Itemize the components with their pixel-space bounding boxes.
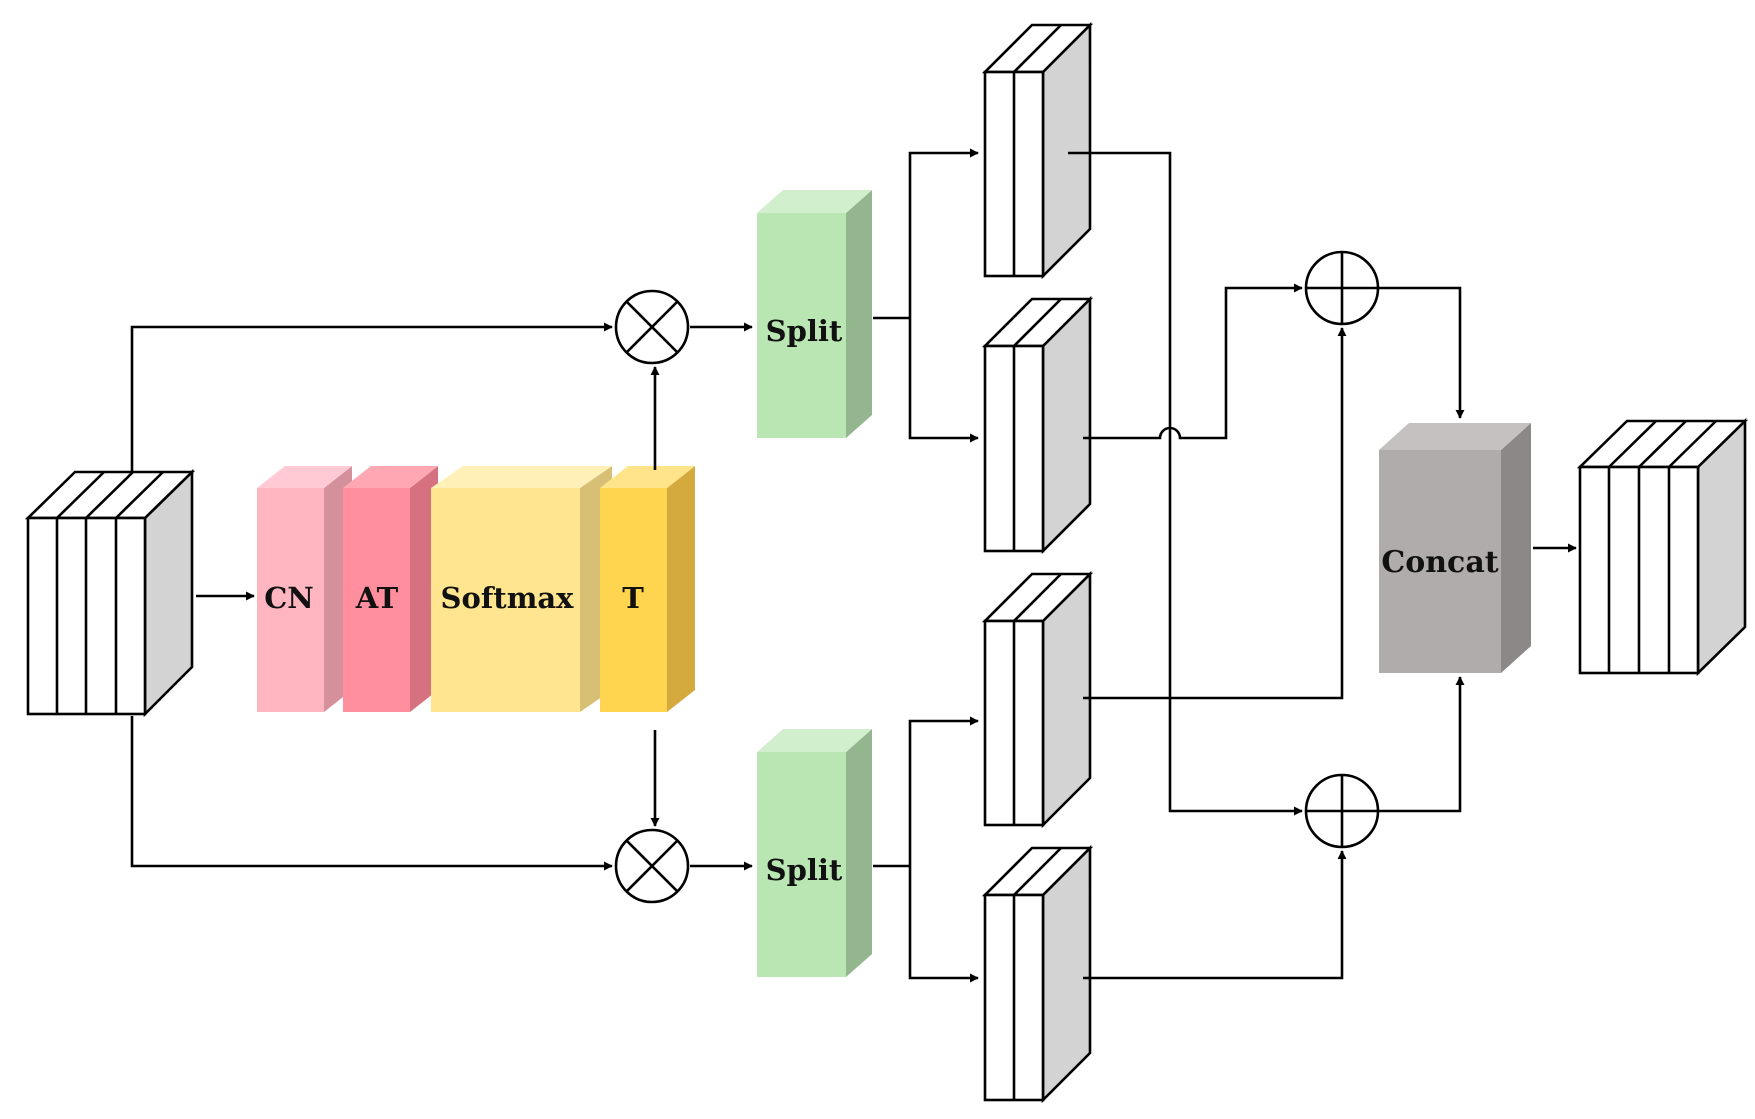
arrow-split-to-stack-1 — [908, 148, 979, 318]
feature-stack-4 — [981, 844, 1094, 1104]
arrow-stack-4-to-add-bottom — [1083, 850, 1347, 980]
multiply-node-bottom — [614, 828, 690, 904]
arrow-stack-3-to-add-top — [1083, 327, 1347, 700]
arrow-split-to-stack-4 — [908, 866, 979, 983]
cn-block: CN — [257, 466, 352, 712]
split-block-top: Split — [757, 190, 872, 438]
concat-block: Concat — [1379, 423, 1531, 673]
at-label: AT — [355, 581, 399, 615]
arrow-input-to-multiply-bottom — [130, 716, 613, 871]
split-bottom-label: Split — [766, 853, 843, 887]
input-feature-stack — [24, 468, 196, 718]
concat-label: Concat — [1381, 545, 1498, 580]
cn-label: CN — [264, 581, 314, 615]
connectors — [130, 148, 1577, 983]
t-label: T — [622, 581, 644, 615]
multiply-node-top — [614, 289, 690, 365]
feature-stack-1 — [981, 21, 1094, 280]
arrow-input-to-multiply-top — [130, 322, 613, 472]
add-node-bottom — [1304, 773, 1380, 849]
softmax-block: Softmax — [431, 466, 612, 712]
softmax-label: Softmax — [441, 581, 575, 615]
feature-stack-2 — [981, 295, 1094, 555]
at-block: AT — [343, 466, 438, 712]
add-node-top — [1304, 250, 1380, 326]
arrow-add-top-to-concat — [1378, 286, 1465, 419]
t-block: T — [600, 466, 695, 712]
arrow-split-to-stack-2 — [908, 318, 979, 443]
arrow-split-to-stack-3 — [908, 716, 979, 866]
output-feature-stack — [1576, 417, 1749, 677]
split-top-label: Split — [766, 314, 843, 348]
feature-stack-3 — [981, 570, 1094, 829]
arrow-stack-2-to-add-top — [1083, 283, 1303, 440]
split-block-bottom: Split — [757, 729, 872, 977]
arrow-stack-1-to-add-bottom — [1068, 151, 1303, 816]
arrow-add-bottom-to-concat — [1378, 676, 1465, 813]
